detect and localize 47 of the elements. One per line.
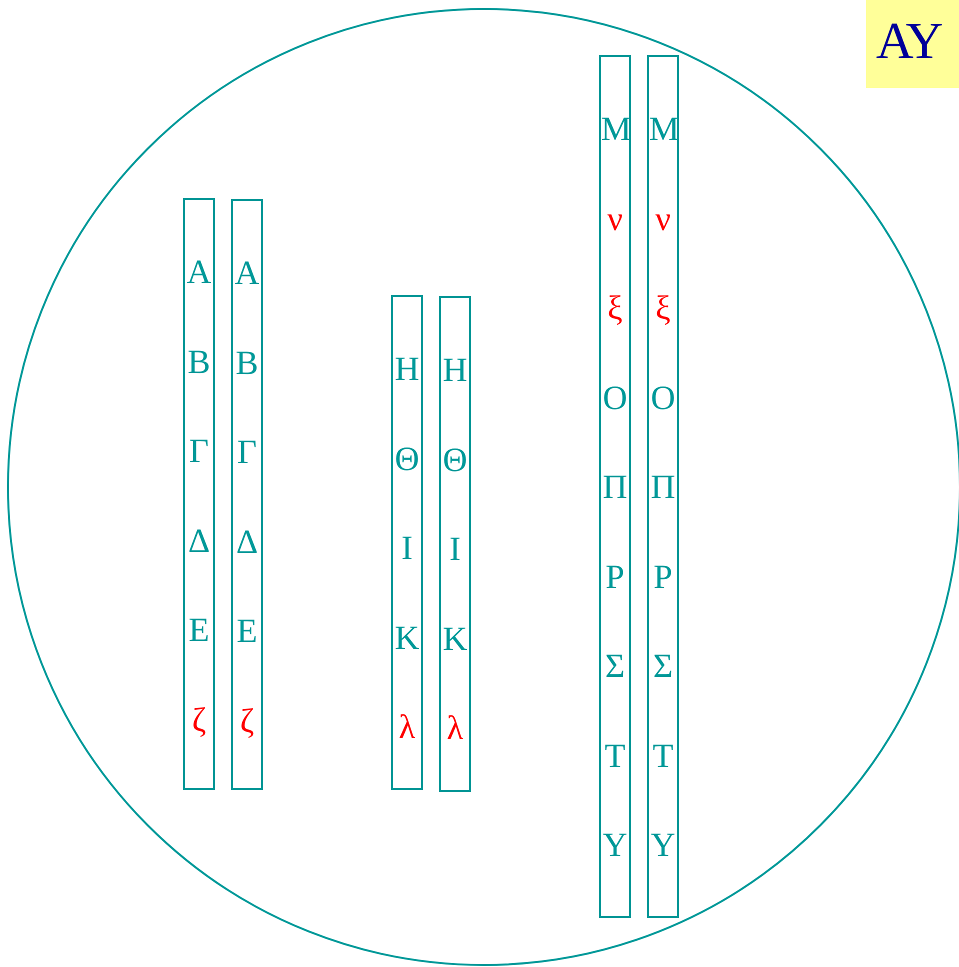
gene-letter: Μ <box>601 112 629 148</box>
gene-letter: Β <box>234 346 260 382</box>
title-banner: ΑΥ <box>866 0 959 88</box>
gene-letter: ζ <box>190 702 208 738</box>
gene-letter: ζ <box>238 704 256 740</box>
gene-letter: Η <box>394 352 420 388</box>
gene-letter: Β <box>186 344 212 380</box>
gene-letter: Τ <box>604 738 626 774</box>
gene-letter: Η <box>442 353 468 389</box>
gene-letter: Θ <box>394 442 420 478</box>
gene-letter: Κ <box>442 622 468 658</box>
chromosome-bar <box>439 296 471 792</box>
gene-letter: Ο <box>650 380 676 416</box>
gene-letter: Μ <box>649 112 677 148</box>
gene-letter: λ <box>446 711 464 747</box>
gene-letter: Σ <box>652 649 674 685</box>
gene-letter: Ι <box>448 532 462 568</box>
chromosome-bar <box>183 198 215 790</box>
gene-letter: Σ <box>604 649 626 685</box>
gene-letter: Ι <box>400 531 414 567</box>
gene-letter: ν <box>654 202 672 238</box>
gene-letter: Ρ <box>604 560 626 596</box>
chromosome-bar <box>599 55 631 918</box>
gene-letter: Π <box>602 470 628 506</box>
gene-letter: Ε <box>188 613 210 649</box>
gene-letter: Δ <box>187 524 211 560</box>
gene-letter: Υ <box>650 828 676 864</box>
chromosome-bar <box>647 55 679 918</box>
gene-letter: ν <box>606 202 624 238</box>
gene-letter: Ρ <box>652 560 674 596</box>
gene-letter: Γ <box>188 434 210 470</box>
gene-letter: Θ <box>442 442 468 478</box>
chromosome-bar <box>231 199 263 790</box>
gene-letter: Υ <box>602 828 628 864</box>
gene-letter: Κ <box>394 620 420 656</box>
gene-letter: Ε <box>236 614 258 650</box>
gene-letter: Γ <box>236 435 258 471</box>
gene-letter: Τ <box>652 738 674 774</box>
gene-letter: Π <box>650 470 676 506</box>
chromosome-bar <box>391 295 423 790</box>
gene-letter: ξ <box>654 291 672 327</box>
gene-letter: λ <box>398 710 416 746</box>
gene-letter: ξ <box>606 291 624 327</box>
gene-letter: Ο <box>602 380 628 416</box>
gene-letter: Α <box>186 255 212 291</box>
gene-letter: Α <box>234 256 260 292</box>
gene-letter: Δ <box>235 524 259 560</box>
